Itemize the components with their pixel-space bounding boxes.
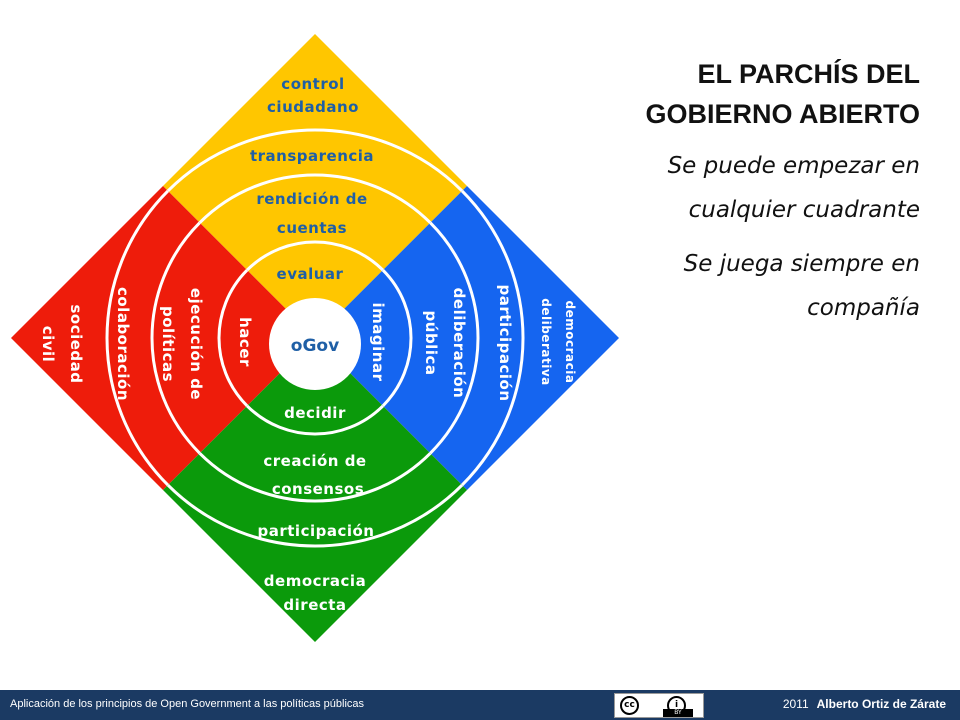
left-label-r2a: ejecución de — [187, 288, 205, 400]
left-label-r4b: civil — [39, 326, 57, 363]
top-label-r2b: cuentas — [277, 219, 347, 237]
footer-credit: 2011 Alberto Ortiz de Zárate — [783, 697, 946, 711]
right-label-r1: imaginar — [369, 303, 387, 382]
parchis-diagram: oGov evaluar rendición de cuentas transp… — [11, 34, 619, 642]
top-label-r4a: control — [281, 75, 344, 93]
bottom-label-r3: participación — [258, 522, 375, 540]
bottom-label-r2b: consensos — [272, 480, 364, 498]
bottom-label-r2a: creación de — [263, 452, 366, 470]
left-label-r4a: sociedad — [67, 304, 85, 383]
license-by-label: BY — [663, 709, 693, 717]
left-label-r2b: políticas — [159, 306, 177, 382]
left-label-r1: hacer — [236, 317, 254, 367]
top-label-r2a: rendición de — [256, 190, 367, 208]
right-label-r3: participación — [496, 285, 514, 402]
footer-caption: Aplicación de los principios de Open Gov… — [10, 698, 365, 710]
footer-bar: Aplicación de los principios de Open Gov… — [0, 690, 960, 720]
phrase2-line1: Se juega siempre en — [683, 251, 920, 277]
bottom-label-r4b: directa — [283, 596, 346, 614]
phrase1-line2: cualquier cuadrante — [688, 197, 920, 223]
right-label-r4b: deliberativa — [539, 298, 553, 385]
quadrant-bottom — [163, 338, 467, 642]
bottom-label-r4a: democracia — [264, 572, 366, 590]
right-label-r4a: democracia — [563, 301, 577, 384]
slide-title-line2: GOBIERNO ABIERTO — [645, 99, 920, 129]
center-label: oGov — [291, 336, 339, 356]
top-label-r3: transparencia — [250, 147, 374, 165]
title-block: EL PARCHÍS DEL GOBIERNO ABIERTO Se puede… — [540, 54, 920, 330]
left-label-r3: colaboración — [114, 287, 132, 401]
phrase1-line1: Se puede empezar en — [667, 153, 920, 179]
cc-icon: cc — [620, 696, 639, 715]
right-label-r2a: deliberación — [450, 288, 468, 399]
footer-year: 2011 — [782, 697, 809, 711]
right-label-r2b: pública — [422, 311, 440, 376]
top-label-r4b: ciudadano — [267, 98, 359, 116]
center-circle — [269, 298, 361, 390]
top-label-r1: evaluar — [277, 265, 344, 283]
slide-title-line1: EL PARCHÍS DEL — [697, 59, 920, 89]
phrase2-line2: compañía — [807, 295, 920, 321]
bottom-label-r1: decidir — [284, 404, 346, 422]
cc-license-badge[interactable]: cc i BY — [614, 693, 704, 718]
footer-author: Alberto Ortiz de Zárate — [816, 697, 946, 711]
